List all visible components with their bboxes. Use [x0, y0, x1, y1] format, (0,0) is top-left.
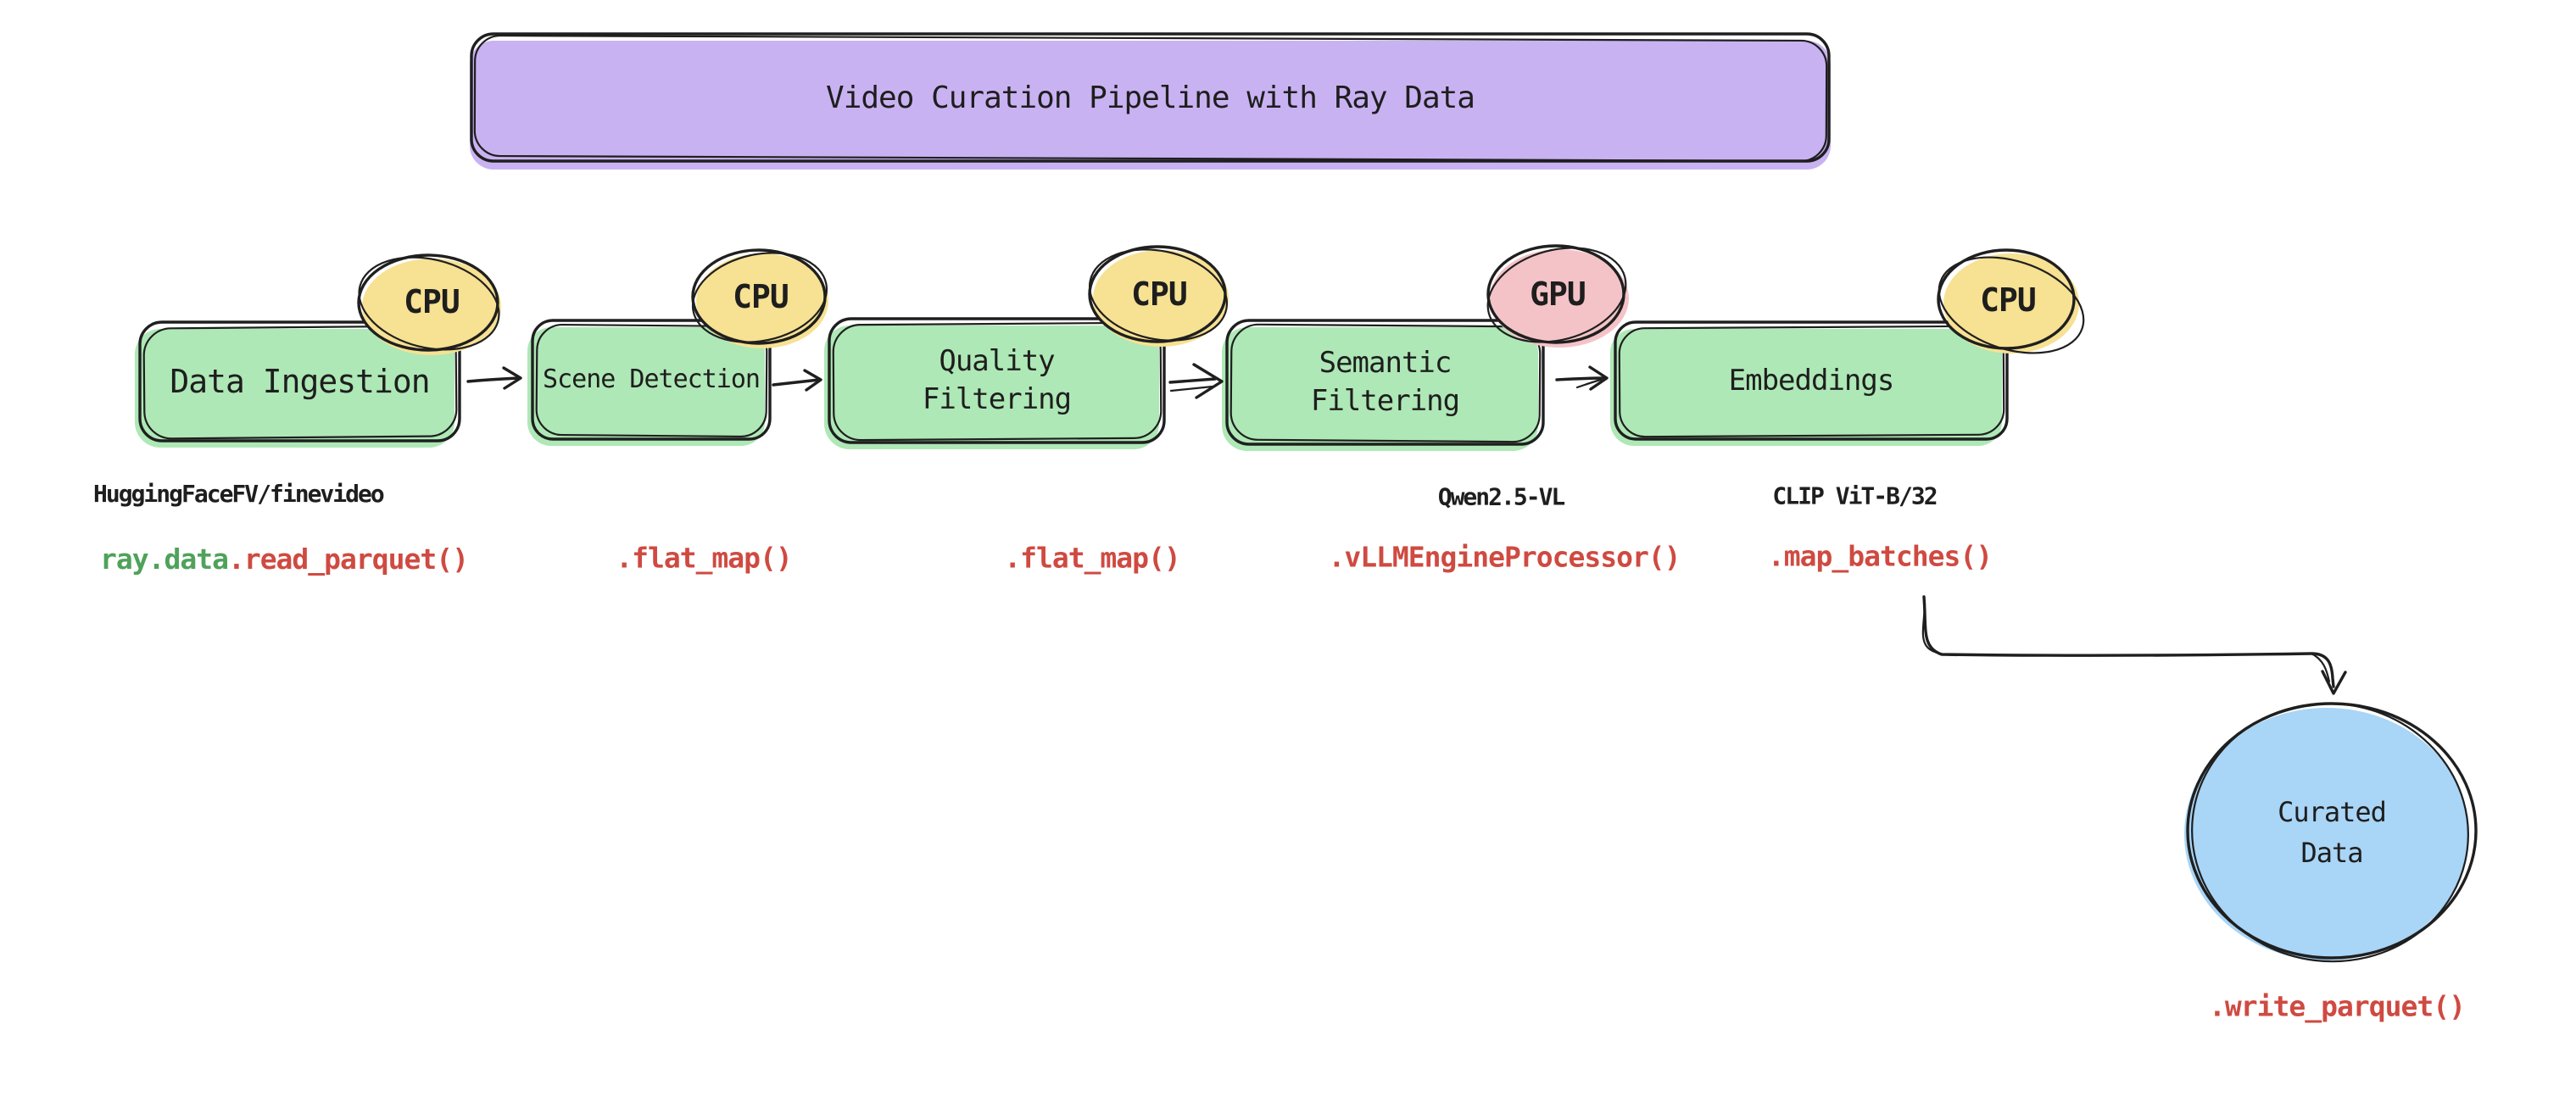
embedding-model-label: CLIP ViT-B/32 — [1772, 481, 1938, 510]
badge-cpu-3-label: CPU — [1131, 276, 1188, 313]
code-semantic-filtering: .vLLMEngineProcessor() — [1328, 540, 1681, 574]
badge-gpu-shape — [1486, 244, 1629, 348]
stage-box-scene-detection — [527, 319, 772, 446]
stage-box-semantic-filtering — [1222, 319, 1545, 451]
code-write-output: .write_parquet() — [2209, 989, 2466, 1023]
code-embeddings: .map_batches() — [1767, 539, 1993, 573]
code-quality-filtering: .flat_map() — [1004, 541, 1181, 575]
code-scene-detection: .flat_map() — [616, 541, 793, 575]
pipeline-title: Video Curation Pipeline with Ray Data — [471, 34, 1829, 161]
badge-cpu-1-label: CPU — [404, 283, 460, 320]
stage-box-data-ingestion — [135, 320, 461, 448]
code-ingest-call: .read_parquet() — [227, 543, 469, 576]
badge-cpu-2-label: CPU — [733, 278, 789, 315]
badge-gpu-label: GPU — [1530, 276, 1586, 313]
ingestion-source-label: HuggingFaceFV/finevideo — [93, 480, 385, 508]
stage-label-data-ingestion: Data Ingestion — [170, 362, 430, 400]
stage-box-quality-filtering — [824, 317, 1166, 449]
arrow-embeddings-to-output — [1921, 595, 2347, 695]
code-ingest: ray.data.read_parquet() — [100, 543, 469, 576]
stage-label-embeddings: Embeddings — [1728, 363, 1895, 398]
arrow-semantic-to-embeddings — [1555, 365, 1609, 391]
stage-label-scene-detection: Scene Detection — [543, 365, 761, 395]
code-ingest-prefix: ray.data — [100, 543, 229, 576]
arrow-scene-to-quality — [772, 369, 822, 392]
arrow-ingestion-to-scene — [466, 366, 522, 390]
semantic-model-label: Qwen2.5-VL — [1437, 482, 1566, 511]
pipeline-title-label: Video Curation Pipeline with Ray Data — [826, 80, 1475, 115]
stage-box-embeddings — [1610, 320, 2009, 446]
arrow-quality-to-semantic — [1168, 363, 1224, 399]
badge-cpu-5-label: CPU — [1980, 281, 2037, 319]
badge-cpu-5-shape — [1937, 248, 2085, 354]
output-node-shape — [2184, 702, 2478, 963]
badge-cpu-1-shape — [357, 253, 501, 355]
badge-cpu-2-shape — [691, 248, 828, 348]
badge-cpu-3-shape — [1088, 245, 1229, 347]
title-node-shape — [470, 32, 1831, 170]
